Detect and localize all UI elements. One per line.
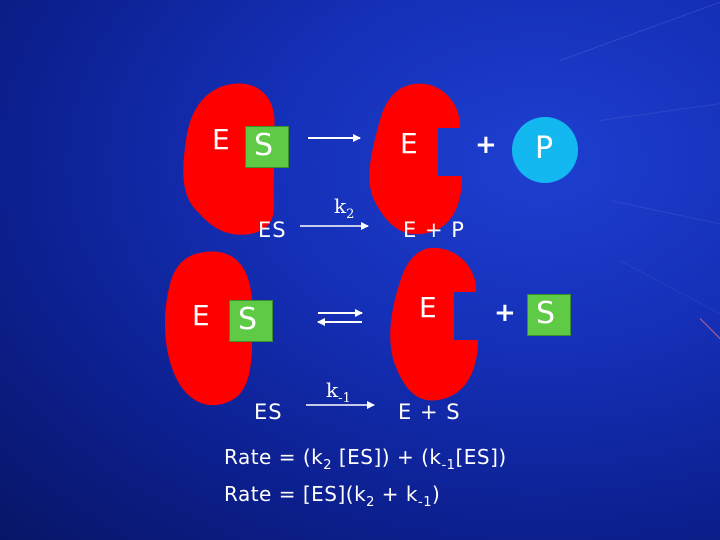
plus-sign-top: + <box>475 130 497 160</box>
bottom-products-label: E + S <box>398 400 461 424</box>
enzyme-blob-bottom-free <box>390 247 478 401</box>
bottom-complex-label: ES <box>254 400 283 424</box>
substrate-letter-bottom-complex: S <box>238 302 258 337</box>
enzyme-letter-top-complex: E <box>212 123 230 156</box>
enzyme-letter-bottom-complex: E <box>192 299 210 332</box>
enzyme-blob-bottom-complex <box>165 251 252 406</box>
rate-constant-k-1: k-1 <box>326 378 351 406</box>
substrate-square-bottom <box>229 300 273 342</box>
top-complex-label: ES <box>258 218 287 242</box>
enzyme-letter-top-free: E <box>400 127 418 160</box>
substrate-letter-top-complex: S <box>254 128 274 163</box>
rate-constant-k2: k2 <box>334 194 355 222</box>
plus-sign-bottom: + <box>494 298 516 328</box>
top-products-label: E + P <box>403 218 465 242</box>
substrate-square-released <box>527 294 571 336</box>
released-substrate-letter: S <box>536 296 556 331</box>
product-circle <box>512 117 578 183</box>
enzyme-blob-top-complex <box>183 83 275 235</box>
product-letter: P <box>535 131 554 166</box>
rate-equation-2: Rate = [ES](k2 + k-1) <box>224 482 441 510</box>
enzyme-blob-top-free <box>369 83 462 235</box>
rate-equation-1: Rate = (k2 [ES]) + (k-1[ES]) <box>224 445 507 473</box>
enzyme-letter-bottom-free: E <box>419 291 437 324</box>
substrate-square-top <box>245 126 289 168</box>
